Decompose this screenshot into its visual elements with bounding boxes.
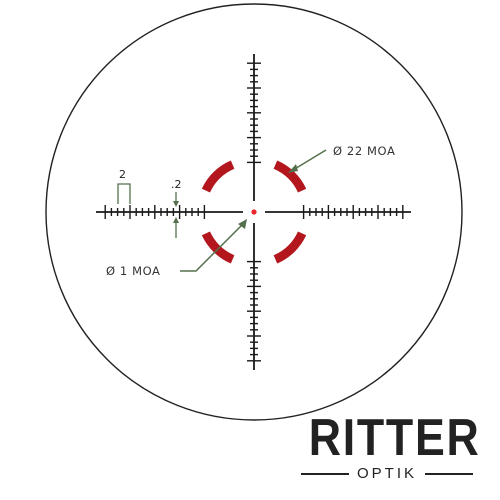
brand-subtitle: OPTIK bbox=[356, 465, 417, 482]
hash-length-upper-arrowhead bbox=[173, 201, 179, 207]
crosshair bbox=[96, 54, 411, 370]
outer-ring-label: Ø 22 MOA bbox=[333, 144, 395, 158]
ring-segment-top-left bbox=[201, 160, 235, 193]
brand-logo: RITTER OPTIK bbox=[296, 409, 481, 482]
hash-length-label: .2 bbox=[171, 178, 182, 191]
brand-name: RITTER bbox=[308, 409, 481, 467]
hash-marks bbox=[104, 62, 404, 362]
hash-length-arrows bbox=[173, 192, 179, 238]
center-dot bbox=[251, 209, 257, 215]
hash-spacing-bracket bbox=[117, 183, 131, 204]
hash-spacing-label: 2 bbox=[119, 168, 126, 181]
brand-rule-right bbox=[425, 473, 473, 475]
outer-ring-leader-line bbox=[292, 149, 327, 171]
hash-spacing-bracket-line bbox=[117, 183, 131, 204]
brand-rule-left bbox=[300, 473, 349, 475]
outer-ring-callout bbox=[288, 149, 327, 173]
outer-ring-arrowhead bbox=[288, 164, 298, 173]
ring-segment-top-right bbox=[273, 160, 307, 193]
center-dot-label: Ø 1 MOA bbox=[106, 264, 161, 278]
field-of-view-circle bbox=[45, 3, 463, 421]
center-dot-arrowhead bbox=[238, 219, 247, 229]
ring-segment-bottom-left bbox=[201, 231, 235, 264]
hash-length-lower-arrowhead bbox=[173, 217, 179, 223]
center-dot-leader-line bbox=[180, 223, 244, 272]
brand-sub-row: OPTIK bbox=[296, 466, 478, 482]
ring-segment-bottom-right bbox=[273, 231, 307, 264]
center-dot-callout bbox=[180, 219, 247, 272]
outer-ring-segments bbox=[201, 160, 307, 264]
